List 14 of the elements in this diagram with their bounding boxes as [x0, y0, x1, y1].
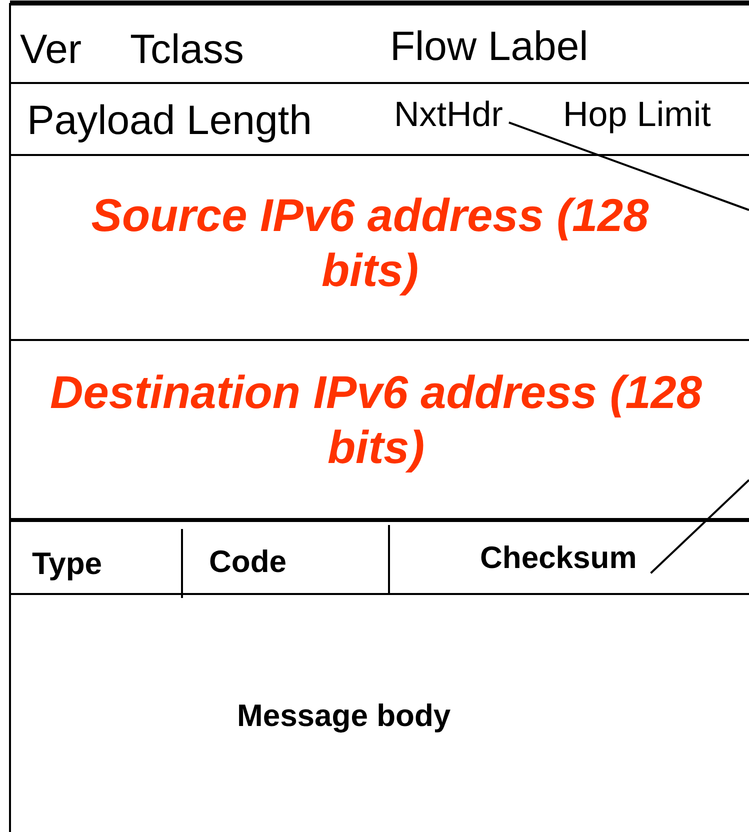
field-label: Checksum [480, 541, 637, 576]
field-label: Tclass [130, 27, 244, 72]
field-label: Hop Limit [563, 96, 711, 134]
field-label: Flow Label [390, 24, 588, 70]
field-label: NxtHdr [394, 96, 503, 134]
leader-line [508, 122, 749, 211]
field-label: Source IPv6 address (128 bits) [60, 188, 680, 298]
field-label: Destination IPv6 address (128 bits) [40, 365, 712, 476]
field-label: Ver [20, 27, 82, 72]
field-label: Message body [237, 699, 451, 734]
field-label: Code [209, 545, 286, 580]
field-label: Type [32, 547, 102, 582]
leader-line [650, 479, 749, 574]
field-label: Payload Length [27, 98, 312, 144]
